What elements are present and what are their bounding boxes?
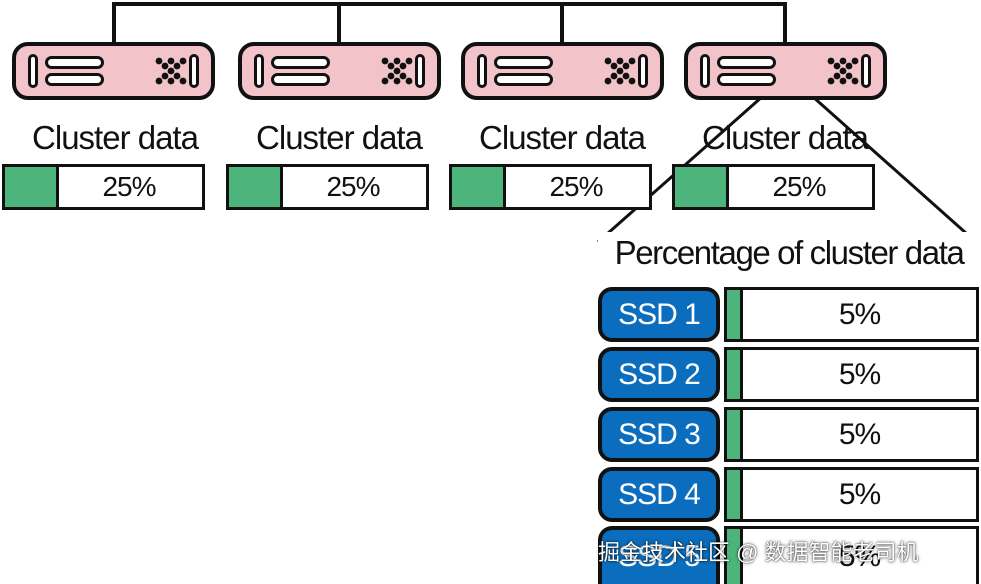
fan-grille-icon: [827, 57, 859, 85]
ssd-bar-1: 5%: [724, 287, 979, 342]
top-bus-line: [112, 2, 787, 44]
share-value: 25%: [772, 171, 826, 202]
ssd-bar-4: 5%: [724, 467, 979, 522]
share-value: 25%: [326, 171, 380, 202]
ssd-fill: [727, 410, 743, 459]
fan-grille-icon: [381, 57, 413, 85]
ssd-fill: [727, 350, 743, 399]
cluster-data-label-4: Cluster data: [702, 119, 869, 156]
ssd-fill: [727, 529, 743, 584]
percentage-title: Percentage of cluster data: [598, 232, 980, 274]
power-slot-icon: [638, 54, 648, 88]
power-slot-icon: [861, 54, 871, 88]
share-fill: [675, 167, 729, 207]
ssd-value: 5%: [838, 297, 881, 331]
cluster-share-bar-1: 25%: [2, 164, 205, 210]
ssd-value: 5%: [838, 417, 881, 451]
cluster-data-label-2: Cluster data: [256, 119, 423, 156]
share-fill: [5, 167, 59, 207]
ssd-badge-2: SSD 2: [598, 347, 720, 402]
ssd-badge-4: SSD 4: [598, 467, 720, 522]
cluster-share-bar-3: 25%: [449, 164, 652, 210]
ssd-bar-3: 5%: [724, 407, 979, 462]
share-value: 25%: [102, 171, 156, 202]
drive-slots-icon: [700, 54, 776, 88]
ssd-badge-3: SSD 3: [598, 407, 720, 462]
ssd-fill: [727, 470, 743, 519]
ssd-badge-1: SSD 1: [598, 287, 720, 342]
ssd-value: 5%: [838, 357, 881, 391]
power-slot-icon: [189, 54, 199, 88]
ssd-bar-2: 5%: [724, 347, 979, 402]
share-fill: [229, 167, 283, 207]
ssd-badge-5: SSD 5: [598, 526, 720, 584]
cluster-node-1: [12, 42, 215, 100]
watermark-text: 掘金技术社区 @ 数据智能老司机: [598, 540, 919, 565]
fan-grille-icon: [155, 57, 187, 85]
cluster-data-label-3: Cluster data: [479, 119, 646, 156]
cluster-node-3: [461, 42, 664, 100]
cluster-share-bar-2: 25%: [226, 164, 429, 210]
ssd-bar-5: 5%: [724, 526, 979, 584]
drive-slots-icon: [28, 54, 104, 88]
ssd-value: 5%: [838, 477, 881, 511]
share-fill: [452, 167, 506, 207]
cluster-node-4: [684, 42, 887, 100]
cluster-share-bar-4: 25%: [672, 164, 875, 210]
share-value: 25%: [549, 171, 603, 202]
ssd-fill: [727, 290, 743, 339]
drive-slots-icon: [477, 54, 553, 88]
drive-slots-icon: [254, 54, 330, 88]
zoom-line-right: [811, 94, 977, 244]
ssd-value: 5%: [838, 539, 881, 573]
power-slot-icon: [415, 54, 425, 88]
cluster-data-label-1: Cluster data: [32, 119, 199, 156]
fan-grille-icon: [604, 57, 636, 85]
cluster-node-2: [238, 42, 441, 100]
